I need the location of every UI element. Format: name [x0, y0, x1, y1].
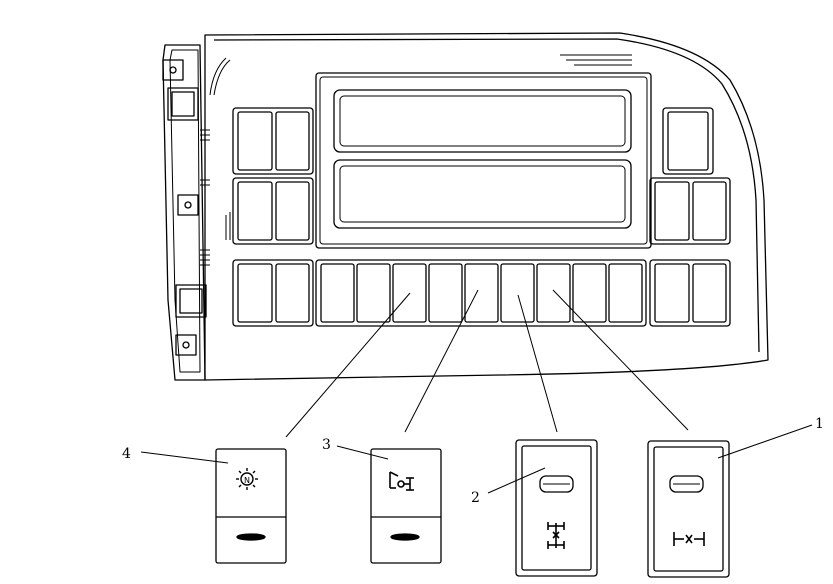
callout-labels: 1 2 3 4 [122, 416, 824, 506]
switch-2 [515, 439, 598, 577]
leader-lines [285, 289, 689, 438]
right-middle-switch-group [649, 177, 731, 245]
left-mounting-bracket [162, 44, 231, 381]
switch-4: N [215, 448, 287, 564]
indicator-window [669, 475, 704, 493]
inter-axle-differential-icon [547, 522, 565, 549]
callout-2: 2 [471, 490, 480, 506]
central-display [315, 72, 652, 249]
switch-1 [647, 440, 730, 578]
indicator-led [236, 533, 266, 541]
left-upper-switch-group [232, 107, 314, 175]
svg-text:N: N [244, 476, 250, 485]
instrument-panel [162, 32, 769, 381]
right-lower-switch-group [649, 259, 731, 327]
axle-differential-lock-icon [673, 532, 705, 546]
center-switch-row [315, 259, 647, 327]
callout-4: 4 [122, 446, 131, 462]
indicator-window [539, 475, 574, 493]
callout-lines [140, 424, 813, 494]
indicator-led [390, 533, 420, 541]
gear-neutral-icon: N [236, 468, 258, 490]
right-upper-switch-group [662, 107, 714, 175]
callout-1: 1 [815, 416, 824, 432]
left-lower-switch-group [232, 259, 314, 327]
left-middle-switch-group [232, 177, 314, 245]
switch-3 [370, 448, 442, 564]
callout-3: 3 [322, 437, 331, 453]
panel-inner-edge [213, 38, 760, 353]
power-take-off-icon [389, 471, 414, 491]
panel-outline [204, 32, 769, 381]
